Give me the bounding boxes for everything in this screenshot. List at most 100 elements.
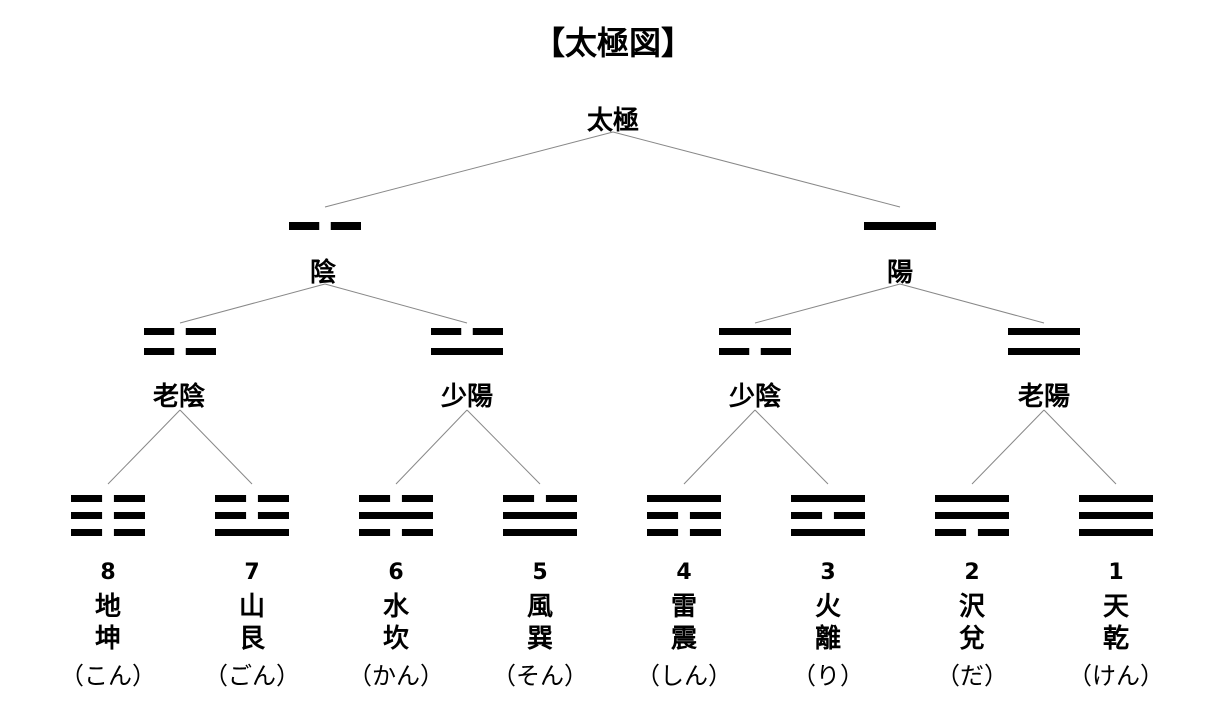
trigram-reading: （かん）: [348, 662, 444, 690]
trigram-reading: （ごん）: [204, 662, 300, 690]
yang-line: [791, 529, 865, 536]
node-yang: 陽: [886, 258, 914, 288]
yin-line-segment: [330, 222, 361, 230]
yin-line-segment: [215, 495, 247, 502]
yin-line-segment: [359, 529, 391, 536]
connector-line: [899, 283, 1045, 324]
node-yin: 陰: [309, 258, 337, 288]
yang-line: [1079, 495, 1153, 502]
yin-line-segment: [289, 222, 320, 230]
yin-line-segment: [71, 529, 103, 536]
connector-line: [179, 283, 326, 324]
yang-line: [359, 512, 433, 519]
yin-line-segment: [760, 348, 791, 355]
yang-line: [1079, 512, 1153, 519]
trigram-name: 坤: [94, 624, 122, 654]
trigram-number: 8: [100, 560, 116, 585]
trigram-reading: （そん）: [492, 662, 588, 690]
yin-line-segment: [431, 328, 462, 335]
connector-line: [754, 283, 901, 324]
connector-line: [754, 409, 829, 485]
yin-line-segment: [185, 328, 216, 335]
yin-line-segment: [144, 328, 175, 335]
yin-line-segment: [503, 495, 535, 502]
connector-line: [395, 409, 468, 485]
connector-line: [466, 409, 541, 485]
trigram-nature: 沢: [958, 592, 986, 622]
trigram-name: 乾: [1102, 624, 1130, 654]
yang-line: [719, 328, 791, 335]
yin-line-segment: [185, 348, 216, 355]
yin-line-segment: [833, 512, 865, 519]
yin-line-segment: [719, 348, 750, 355]
yin-line-segment: [689, 512, 721, 519]
yin-line-segment: [791, 512, 823, 519]
trigram-reading: （こん）: [60, 662, 156, 690]
yang-line: [647, 495, 721, 502]
trigram-name: 離: [814, 624, 842, 654]
connector-line: [324, 131, 614, 208]
yin-line-segment: [113, 529, 145, 536]
yin-line-segment: [689, 529, 721, 536]
trigram-name: 兌: [958, 624, 986, 654]
connector-line: [971, 409, 1045, 485]
page-title: 【太極図】: [532, 24, 694, 62]
trigram-nature: 風: [526, 592, 554, 622]
yin-line-segment: [401, 529, 433, 536]
yin-line-segment: [977, 529, 1009, 536]
yang-line: [935, 495, 1009, 502]
yin-line-segment: [144, 348, 175, 355]
trigram-number: 5: [532, 560, 548, 585]
yang-line: [1079, 529, 1153, 536]
trigram-nature: 地: [94, 592, 122, 622]
yin-line-segment: [359, 495, 391, 502]
trigram-reading: （けん）: [1068, 662, 1164, 690]
connector-line: [324, 283, 468, 324]
trigram-nature: 火: [814, 592, 842, 622]
yang-line: [503, 529, 577, 536]
trigram-nature: 山: [238, 592, 266, 622]
trigram-number: 4: [676, 560, 692, 585]
yin-line-segment: [257, 512, 289, 519]
yang-line: [1008, 348, 1080, 355]
yin-line-segment: [935, 529, 967, 536]
trigram-name: 巽: [526, 624, 554, 654]
trigram-name: 震: [670, 624, 698, 654]
trigram-name: 坎: [382, 624, 410, 654]
yin-line-segment: [71, 512, 103, 519]
yin-line-segment: [647, 512, 679, 519]
yang-line: [935, 512, 1009, 519]
yin-line-segment: [215, 512, 247, 519]
trigram-nature: 水: [382, 592, 410, 622]
connector-line: [683, 409, 756, 485]
yin-line-segment: [647, 529, 679, 536]
connector-line: [107, 409, 181, 485]
connector-line: [1043, 409, 1117, 485]
connector-line: [179, 409, 253, 485]
yin-line-segment: [257, 495, 289, 502]
yang-line: [791, 495, 865, 502]
trigram-number: 7: [244, 560, 260, 585]
trigram-reading: （しん）: [636, 662, 732, 690]
trigram-number: 2: [964, 560, 980, 585]
yin-line-segment: [545, 495, 577, 502]
yang-line: [1008, 328, 1080, 335]
node-lesser-yin: 少陰: [728, 382, 782, 412]
yang-line: [215, 529, 289, 536]
trigram-nature: 雷: [670, 592, 698, 622]
trigram-number: 6: [388, 560, 404, 585]
yin-line-segment: [113, 512, 145, 519]
yin-line-segment: [71, 495, 103, 502]
trigram-reading: （だ）: [936, 662, 1008, 690]
yin-line-segment: [401, 495, 433, 502]
trigram-name: 艮: [238, 624, 266, 654]
yang-line: [431, 348, 503, 355]
yin-line-segment: [113, 495, 145, 502]
trigram-number: 3: [820, 560, 836, 585]
connector-line: [612, 131, 901, 208]
trigram-reading: （り）: [792, 662, 864, 690]
yin-line-segment: [472, 328, 503, 335]
node-taikyoku: 太極: [586, 106, 640, 136]
